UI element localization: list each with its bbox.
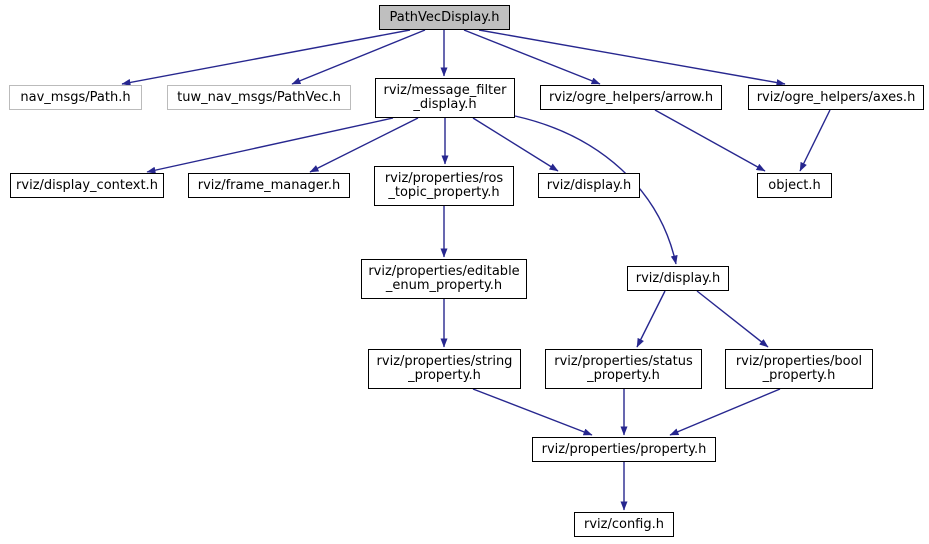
node-axes_h[interactable]: rviz/ogre_helpers/axes.h xyxy=(748,85,924,110)
node-nav_msgs_path[interactable]: nav_msgs/Path.h xyxy=(9,85,142,110)
node-label-status_prop: rviz/properties/status _property.h xyxy=(554,354,693,383)
edge-pathvecdisplay-to-tuw_pathvec xyxy=(291,29,426,85)
edge-arrow_h-to-object_h xyxy=(654,109,766,172)
node-pathvecdisplay[interactable]: PathVecDisplay.h xyxy=(379,5,510,30)
edge-message_filter-to-display_context xyxy=(146,117,394,174)
node-label-ros_topic_prop: rviz/properties/ros _topic_property.h xyxy=(384,171,504,200)
node-display_h_lower[interactable]: rviz/display.h xyxy=(627,266,729,291)
edge-pathvecdisplay-to-axes_h xyxy=(478,29,786,86)
node-editable_enum[interactable]: rviz/properties/editable _enum_property.… xyxy=(361,259,527,299)
node-object_h[interactable]: object.h xyxy=(757,173,832,198)
node-frame_manager[interactable]: rviz/frame_manager.h xyxy=(188,173,350,198)
edge-message_filter-to-frame_manager xyxy=(309,117,419,173)
node-label-display_h_lower: rviz/display.h xyxy=(635,270,721,286)
node-bool_prop[interactable]: rviz/properties/bool _property.h xyxy=(725,349,873,389)
node-label-nav_msgs_path: nav_msgs/Path.h xyxy=(20,89,131,105)
node-label-display_h_upper: rviz/display.h xyxy=(546,177,632,193)
node-label-frame_manager: rviz/frame_manager.h xyxy=(197,177,341,193)
node-status_prop[interactable]: rviz/properties/status _property.h xyxy=(545,349,702,389)
edge-pathvecdisplay-to-arrow_h xyxy=(463,29,601,85)
node-tuw_pathvec[interactable]: tuw_nav_msgs/PathVec.h xyxy=(167,85,351,110)
node-label-message_filter: rviz/message_filter _display.h xyxy=(383,83,507,112)
node-message_filter[interactable]: rviz/message_filter _display.h xyxy=(375,78,515,118)
node-label-object_h: object.h xyxy=(768,177,821,193)
edge-axes_h-to-object_h xyxy=(799,109,831,172)
node-property_h[interactable]: rviz/properties/property.h xyxy=(532,437,716,462)
node-label-tuw_pathvec: tuw_nav_msgs/PathVec.h xyxy=(177,89,341,105)
node-label-axes_h: rviz/ogre_helpers/axes.h xyxy=(756,89,916,105)
node-config_h[interactable]: rviz/config.h xyxy=(574,512,674,537)
node-ros_topic_prop[interactable]: rviz/properties/ros _topic_property.h xyxy=(374,166,514,206)
edge-display_h_lower-to-status_prop xyxy=(636,290,666,348)
edge-bool_prop-to-property_h xyxy=(669,388,781,436)
edge-string_prop-to-property_h xyxy=(472,388,593,436)
edge-pathvecdisplay-to-nav_msgs_path xyxy=(121,29,411,86)
node-label-pathvecdisplay: PathVecDisplay.h xyxy=(389,9,500,25)
node-label-bool_prop: rviz/properties/bool _property.h xyxy=(735,354,863,383)
node-label-property_h: rviz/properties/property.h xyxy=(541,441,707,457)
node-label-editable_enum: rviz/properties/editable _enum_property.… xyxy=(368,264,520,293)
edge-display_h_lower-to-bool_prop xyxy=(696,290,769,348)
node-label-display_context: rviz/display_context.h xyxy=(16,177,158,193)
node-display_context[interactable]: rviz/display_context.h xyxy=(10,173,164,198)
edge-message_filter-to-display_h_upper xyxy=(472,117,559,172)
node-arrow_h[interactable]: rviz/ogre_helpers/arrow.h xyxy=(540,85,722,110)
node-label-string_prop: rviz/properties/string _property.h xyxy=(376,354,513,383)
node-string_prop[interactable]: rviz/properties/string _property.h xyxy=(368,349,521,389)
node-display_h_upper[interactable]: rviz/display.h xyxy=(538,173,640,198)
node-label-arrow_h: rviz/ogre_helpers/arrow.h xyxy=(548,89,714,105)
node-label-config_h: rviz/config.h xyxy=(583,516,664,532)
